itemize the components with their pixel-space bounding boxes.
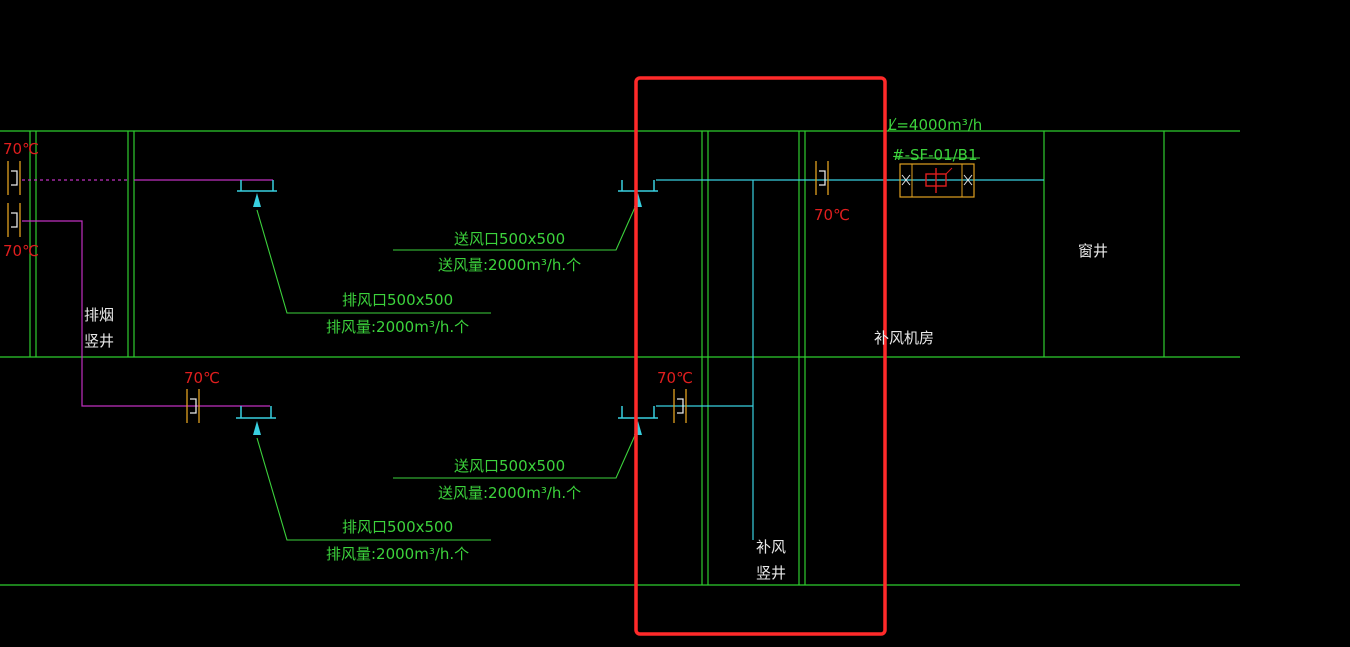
fan-airflow-label: L=4000m³/h	[888, 116, 982, 134]
leader-exhaust-lower	[256, 437, 491, 541]
wall-lines	[0, 130, 1240, 586]
damper-temp-label: 70℃	[814, 206, 850, 224]
fire-dampers	[7, 161, 829, 423]
arrow-up-icon	[253, 421, 261, 435]
damper-temp-label: 70℃	[184, 369, 220, 387]
supply-volume-label: 送风量:2000m³/h.个	[438, 256, 581, 274]
makeup-shaft-label: 竖井	[756, 564, 786, 582]
leader-supply-upper	[393, 204, 637, 251]
supply-volume-label: 送风量:2000m³/h.个	[438, 484, 581, 502]
exhaust-outlet-upper	[237, 180, 277, 192]
text-labels: 70℃ 70℃ 70℃ 70℃ 70℃ 排烟 竖井 补风 竖井 补风机房 窗井 …	[3, 116, 1108, 582]
damper-icon	[7, 203, 21, 237]
supply-outlet-label: 送风口500x500	[454, 230, 565, 248]
makeup-shaft-label: 补风	[756, 538, 786, 556]
damper-temp-label: 70℃	[3, 242, 39, 260]
supply-duct	[656, 179, 1044, 540]
leader-supply-lower	[393, 432, 637, 479]
smoke-shaft-label: 竖井	[84, 332, 114, 350]
damper-temp-label: 70℃	[3, 140, 39, 158]
exhaust-outlet-label: 排风口500x500	[342, 291, 453, 309]
makeup-room-label: 补风机房	[874, 329, 934, 347]
damper-temp-label: 70℃	[657, 369, 693, 387]
supply-outlet-label: 送风口500x500	[454, 457, 565, 475]
damper-icon	[815, 161, 829, 195]
supply-outlet-lower	[618, 406, 658, 419]
outlet-symbols	[236, 180, 658, 419]
leader-exhaust-upper	[256, 209, 491, 314]
exhaust-volume-label: 排风量:2000m³/h.个	[326, 318, 469, 336]
smoke-exhaust-pipe	[22, 179, 273, 407]
exhaust-volume-label: 排风量:2000m³/h.个	[326, 545, 469, 563]
supply-outlet-upper	[618, 180, 658, 192]
damper-icon	[7, 161, 21, 195]
smoke-pipe-lower	[22, 220, 270, 407]
highlight-box	[634, 76, 887, 636]
fan-id-label: #-SF-01/B1	[892, 146, 978, 164]
leader-lines	[256, 204, 637, 541]
window-well-label: 窗井	[1078, 242, 1108, 260]
arrow-up-icon	[253, 193, 261, 207]
makeup-fan-unit	[887, 117, 980, 198]
fan-housing	[899, 163, 975, 198]
smoke-shaft-label: 排烟	[84, 306, 114, 324]
exhaust-outlet-label: 排风口500x500	[342, 518, 453, 536]
airflow-arrows	[253, 193, 642, 435]
damper-icon	[186, 389, 200, 423]
damper-icon	[673, 389, 687, 423]
exhaust-outlet-lower	[236, 406, 276, 419]
